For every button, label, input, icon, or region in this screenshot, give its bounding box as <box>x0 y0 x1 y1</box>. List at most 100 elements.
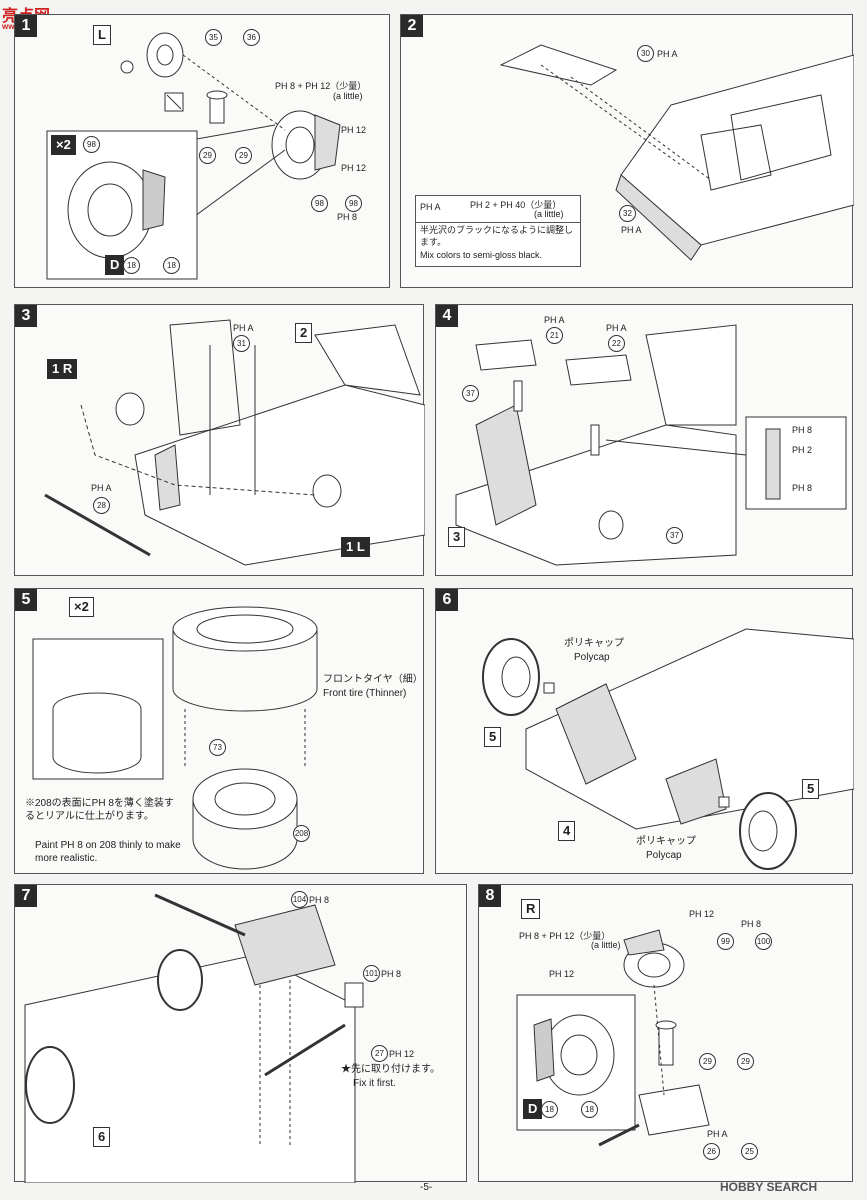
paint-code: PH 8 <box>792 483 813 493</box>
part-number: 18 <box>581 1101 598 1118</box>
wheel-chassis-drawing <box>482 628 854 870</box>
paint-mix: PH 8 + PH 12（少量） <box>275 81 367 91</box>
paint-code: PH A <box>544 315 565 325</box>
polycap-label-en: Polycap <box>574 652 610 663</box>
step-number: 8 <box>479 885 501 907</box>
knuckle-drawing <box>46 32 341 280</box>
paint-mix-en: (a little) <box>591 940 621 950</box>
fix-note-en: Fix it first. <box>353 1078 396 1089</box>
paint-code: PH 8 <box>792 425 813 435</box>
part-number: 73 <box>209 739 226 756</box>
part-number: 25 <box>741 1143 758 1160</box>
count-label: ×2 <box>69 597 94 617</box>
tire-drawing <box>32 606 318 870</box>
step-number: 7 <box>15 885 37 907</box>
step-8-panel: 8 R PH 8 + PH 12（少量） (a little) PH 12 PH… <box>478 884 853 1182</box>
part-number: 26 <box>703 1143 720 1160</box>
polycap-label-en: Polycap <box>646 850 682 861</box>
side-label: 1 L <box>341 537 370 557</box>
paint-code: PH A <box>606 323 627 333</box>
step-number: 5 <box>15 589 37 611</box>
paint-note-jp: ※208の表面にPH 8を薄く塗装するとリアルに仕上がります。 <box>25 798 174 822</box>
paint-code: PH 12 <box>689 909 715 919</box>
tire-label-en: Front tire (Thinner) <box>323 688 407 699</box>
part-number: 208 <box>293 825 310 842</box>
paint-code: PH A <box>707 1129 728 1139</box>
part-number: 32 <box>619 205 636 222</box>
part-number: 98 <box>345 195 362 212</box>
mini-count: ×2 <box>51 135 76 155</box>
chassis-drawing <box>455 324 847 566</box>
tire-label-jp: フロントタイヤ（細） <box>323 674 423 685</box>
paint-code: PH 12 <box>341 163 367 173</box>
part-number: 29 <box>235 147 252 164</box>
side-label: R <box>521 899 541 919</box>
step-number: 3 <box>15 305 37 327</box>
chassis-drawing <box>44 319 425 566</box>
part-number: 18 <box>123 257 140 274</box>
part-number: 35 <box>205 29 222 46</box>
part-number: 27 <box>371 1045 388 1062</box>
paint-note-en: Mix colors to semi-gloss black. <box>420 250 543 260</box>
part-number: 30 <box>637 45 654 62</box>
paint-note-jp: 半光沢のブラックになるように調整します。 <box>420 225 574 247</box>
part-number: 21 <box>546 327 563 344</box>
part-number: 29 <box>199 147 216 164</box>
paint-code: PH 8 <box>337 212 358 222</box>
mini-runner: D <box>105 255 125 275</box>
part-number: 29 <box>699 1053 716 1070</box>
step-6-panel: 6 ポリキャップ Polycap ポリキャップ Polycap 5 5 4 <box>435 588 854 874</box>
step-2-panel: 2 30 PH A 32 PH A PH A PH 2 + PH 40（少量） … <box>400 14 854 288</box>
part-number: 18 <box>163 257 180 274</box>
step-5-panel: 5 ×2 フロントタイヤ（細） Front tire (Thinner) 73 … <box>14 588 424 874</box>
ref-step: 5 <box>484 727 502 747</box>
watermark-hobby-search: HOBBY SEARCH <box>720 1180 818 1194</box>
part-number: 29 <box>737 1053 754 1070</box>
step-number: 1 <box>15 15 37 37</box>
ref-step: 3 <box>448 527 466 547</box>
part-number: 99 <box>717 933 734 950</box>
paint-mix-en: (a little) <box>333 91 363 101</box>
ref-step: 4 <box>558 821 576 841</box>
paint-note-en: Paint PH 8 on 208 thinly to make more re… <box>35 840 181 864</box>
part-number: 100 <box>755 933 772 950</box>
paint-table-val-en: (a little) <box>534 209 564 219</box>
part-number: 36 <box>243 29 260 46</box>
ref-step: 2 <box>295 323 313 343</box>
step-4-panel: 4 3 21 PH A 22 PH A 37 37 PH 8 PH 2 PH 8 <box>435 304 853 576</box>
paint-code: PH A <box>657 49 678 59</box>
polycap-label-jp: ポリキャップ <box>564 638 624 649</box>
paint-table-val: PH 2 + PH 40（少量） <box>470 200 562 210</box>
ref-step: 5 <box>802 779 820 799</box>
paint-table-key: PH A <box>420 202 441 212</box>
part-number: 31 <box>233 335 250 352</box>
paint-code: PH 8 <box>741 919 762 929</box>
part-number: 104 <box>291 891 308 908</box>
side-label: L <box>93 25 111 45</box>
step-1-panel: 1 L ×2 98 35 36 29 29 98 98 PH 8 + PH 12… <box>14 14 390 288</box>
part-number: 28 <box>93 497 110 514</box>
part-number: 22 <box>608 335 625 352</box>
paint-code: PH 12 <box>341 125 367 135</box>
chassis-drawing <box>499 44 854 261</box>
part-number: 98 <box>311 195 328 212</box>
part-number: 101 <box>363 965 380 982</box>
part-number: 37 <box>666 527 683 544</box>
page-number: -5- <box>420 1182 433 1193</box>
step-3-panel: 3 2 1 R 1 L 31 PH A 28 PH A <box>14 304 425 576</box>
part-number: 37 <box>462 385 479 402</box>
paint-code: PH 2 <box>792 445 813 455</box>
paint-mix: PH 8 + PH 12（少量） <box>519 931 611 941</box>
chassis-drawing <box>24 893 364 1183</box>
step-number: 4 <box>436 305 458 327</box>
paint-table: PH A PH 2 + PH 40（少量） (a little) 半光沢のブラッ… <box>415 195 581 267</box>
paint-code: PH 12 <box>549 969 575 979</box>
step-number: 6 <box>436 589 458 611</box>
fix-note-jp: ★先に取り付けます。 <box>341 1064 440 1075</box>
polycap-label-jp: ポリキャップ <box>636 836 696 847</box>
mini-runner: D <box>523 1099 543 1119</box>
step-7-panel: 7 104 PH 8 101 PH 8 27 PH 12 ★先に取り付けます。 … <box>14 884 467 1183</box>
ref-step: 6 <box>93 1127 111 1147</box>
paint-code: PH A <box>621 225 642 235</box>
knuckle-drawing <box>516 929 710 1147</box>
